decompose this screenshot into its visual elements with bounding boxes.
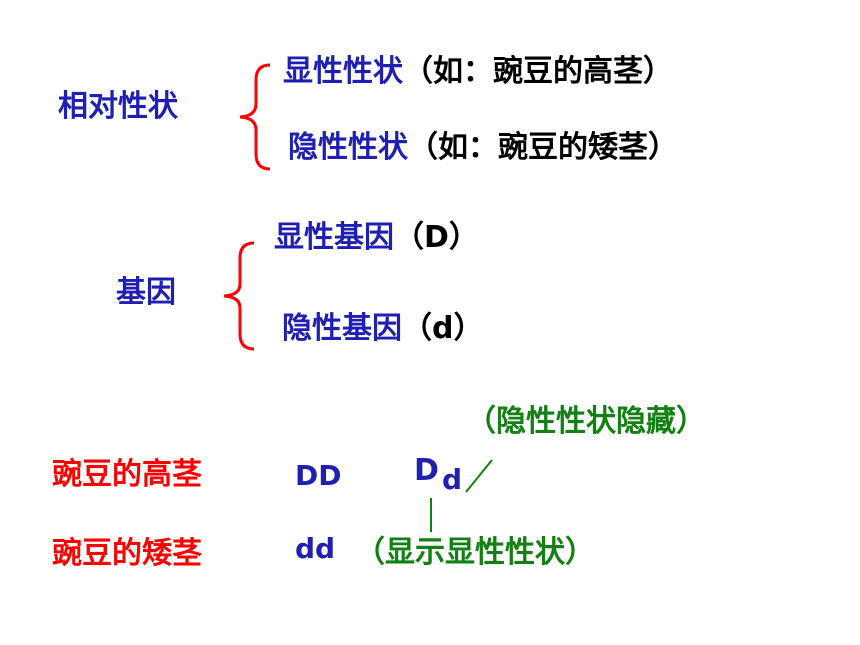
note-shown: （显示显性性状） — [355, 535, 595, 570]
genes-brace — [223, 241, 255, 351]
pointer-lines — [430, 459, 493, 532]
recessive-trait-line: 隐性性状（如：豌豆的矮茎） — [288, 133, 678, 163]
dominant-trait-example: （如：豌豆的高茎） — [403, 54, 673, 89]
dominant-gene-symbol: （D） — [394, 220, 479, 255]
genotype-dd-homozygous: DD — [295, 459, 342, 492]
short-stem-label: 豌豆的矮茎 — [52, 536, 202, 571]
genotype-dd-recessive: dd — [295, 532, 336, 565]
traits-brace — [239, 63, 271, 171]
recessive-trait-label: 隐性性状 — [288, 130, 408, 165]
tall-stem-label: 豌豆的高茎 — [52, 457, 202, 492]
recessive-gene-line: 隐性基因（d） — [282, 314, 483, 344]
hetero-dominant-allele: D — [414, 453, 439, 488]
recessive-gene-symbol: （d） — [402, 311, 484, 346]
dominant-trait-line: 显性性状（如：豌豆的高茎） — [283, 57, 673, 87]
genes-group-label: 基因 — [116, 275, 176, 310]
dominant-gene-line: 显性基因（D） — [274, 223, 479, 253]
recessive-trait-example: （如：豌豆的矮茎） — [408, 130, 678, 165]
dominant-trait-label: 显性性状 — [283, 54, 403, 89]
recessive-gene-label: 隐性基因 — [282, 311, 402, 346]
dominant-gene-label: 显性基因 — [274, 220, 394, 255]
pointer-line-diagonal — [465, 459, 493, 493]
traits-group-label: 相对性状 — [58, 89, 178, 124]
hetero-recessive-allele: d — [442, 463, 463, 496]
note-hidden: （隐性性状隐藏） — [466, 404, 706, 439]
